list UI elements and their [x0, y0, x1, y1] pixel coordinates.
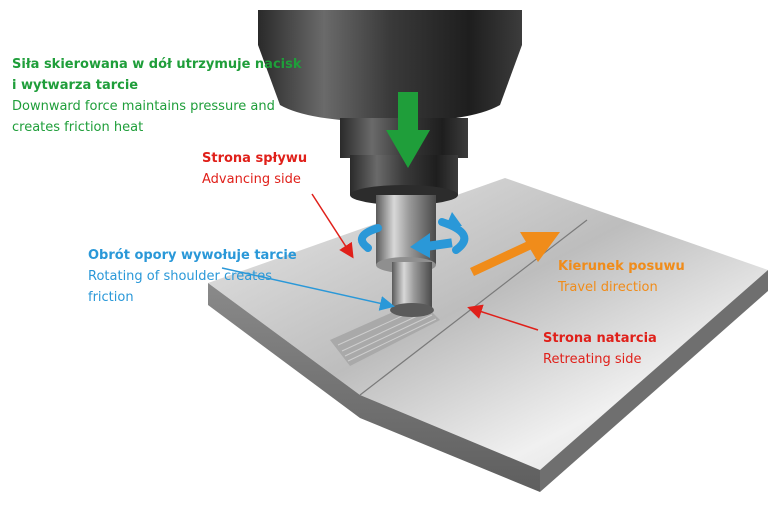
- arrow-up-right-icon: [470, 232, 560, 276]
- downward-force-title-line1: Siła skierowana w dół utrzymuje nacisk: [12, 57, 302, 72]
- shoulder-rotation-desc-line2: friction: [88, 290, 134, 305]
- retreating-side-title: Strona natarcia: [543, 331, 657, 346]
- shoulder-rotation-label: Obrót opory wywołuje tarcie Rotating of …: [88, 245, 297, 308]
- downward-force-desc-line1: Downward force maintains pressure and: [12, 99, 275, 114]
- downward-force-title-line2: i wytwarza tarcie: [12, 78, 139, 93]
- workpiece-plate: [208, 178, 768, 492]
- shoulder-rotation-desc-line1: Rotating of shoulder creates: [88, 269, 273, 284]
- shoulder-rotation-pointer: [221, 267, 395, 311]
- retreating-side-desc: Retreating side: [543, 352, 642, 367]
- travel-direction-label: Kierunek posuwu Travel direction: [558, 256, 685, 298]
- travel-direction-desc: Travel direction: [558, 280, 658, 295]
- downward-force-label: Siła skierowana w dół utrzymuje nacisk i…: [12, 54, 302, 138]
- retreating-side-pointer: [467, 304, 539, 331]
- downward-force-desc-line2: creates friction heat: [12, 120, 144, 135]
- retreating-side-label: Strona natarcia Retreating side: [543, 328, 657, 370]
- arrow-down-icon: [386, 92, 430, 168]
- advancing-side-desc: Advancing side: [202, 172, 301, 187]
- welding-tool: [258, 10, 522, 317]
- advancing-side-pointer: [311, 193, 354, 259]
- rotation-arrow-icon: [358, 212, 469, 258]
- shoulder-rotation-title: Obrót opory wywołuje tarcie: [88, 248, 297, 263]
- advancing-side-title: Strona spływu: [202, 151, 308, 166]
- advancing-side-label: Strona spływu Advancing side: [202, 148, 307, 190]
- travel-direction-title: Kierunek posuwu: [558, 259, 685, 274]
